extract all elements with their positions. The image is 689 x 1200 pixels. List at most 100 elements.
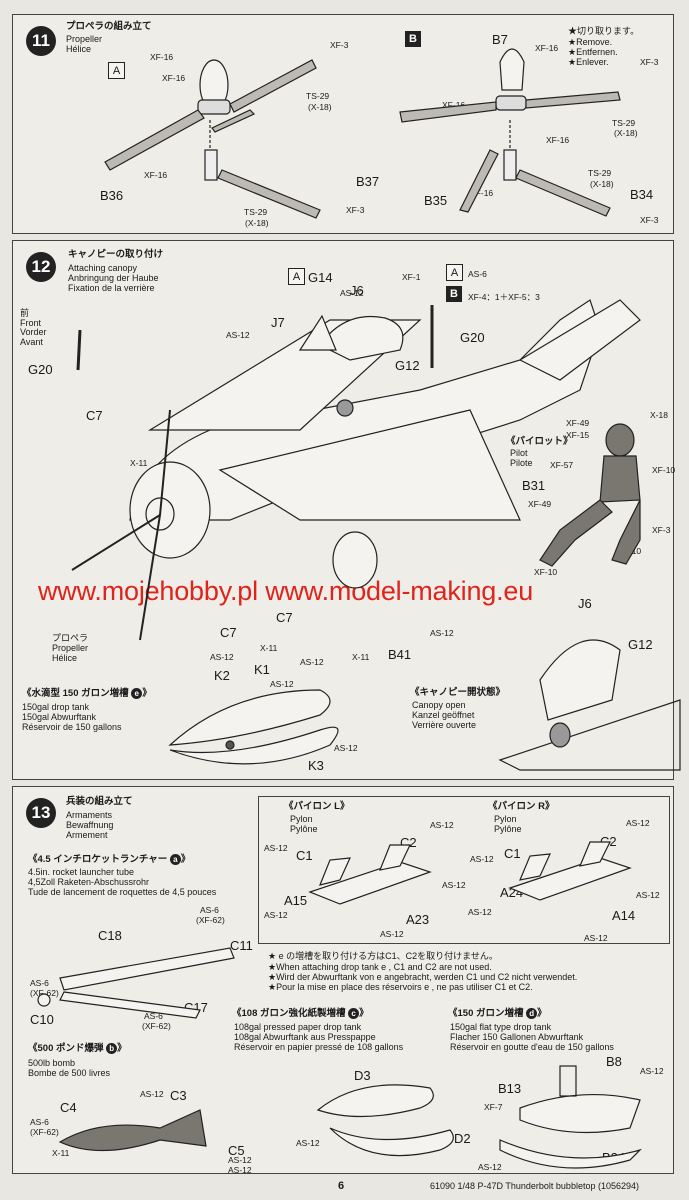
paint-label: AS-6 [30, 1117, 49, 1127]
tank150-label-de: Flacher 150 Gallonen Abwurftank [450, 1032, 584, 1042]
step-12-title-en: Attaching canopy [68, 263, 138, 273]
paint-label: TS-29 [306, 91, 330, 101]
step-13-title-de: Bewaffnung [66, 820, 114, 830]
pylon-note-jp: ★ e の増槽を取り付ける方はC1、C2を取り付けません。 [268, 951, 498, 961]
part-g12: G12 [395, 358, 420, 373]
paint-label: X-11 [130, 458, 148, 468]
paint-label: AS-12 [636, 890, 660, 900]
paint-label: TS-29 [588, 168, 612, 178]
paint-label: XF-7 [484, 1102, 503, 1112]
part-k3: K3 [308, 758, 324, 773]
tank108-label-fr: Réservoir en papier pressé de 108 gallon… [234, 1042, 404, 1052]
paint-label: AS-12 [430, 820, 454, 830]
pylon-note-fr: ★Pour la mise en place des réservoirs e … [268, 982, 533, 992]
part-j6: J6 [350, 283, 364, 298]
drop-tank-label-jp: 《水滴型 150 ガロン増槽 e》 [22, 688, 152, 699]
part-d2: D2 [454, 1131, 471, 1146]
tank108-label-de: 108gal Abwurftank aus Presspappe [234, 1032, 376, 1042]
tank150-label-jp: 《150 ガロン増槽 d》 [448, 1008, 547, 1019]
paint-label: XF-1 [402, 272, 421, 282]
paint-label: AS-12 [226, 330, 250, 340]
part-c11: C11 [230, 938, 253, 953]
paint-label: AS-12 [228, 1165, 252, 1175]
variant-a-box: A [446, 264, 463, 281]
propeller-label-fr: Hélice [52, 653, 78, 663]
paint-label: TS-29 [612, 118, 636, 128]
paint-label: AS-12 [470, 854, 494, 864]
paint-mix: XF-4：1＋XF-5：3 [468, 292, 540, 302]
step-11-title-fr: Hélice [66, 44, 92, 54]
part-g14: G14 [308, 270, 333, 285]
paint-label: AS-12 [626, 818, 650, 828]
tank150-label-fr: Réservoir en goutte d'eau de 150 gallons [450, 1042, 614, 1052]
pilot-label-fr: Pilote [510, 458, 533, 468]
part-c7: C7 [276, 610, 293, 625]
paint-label: XF-3 [640, 215, 659, 225]
paint-label: AS-12 [300, 657, 324, 667]
paint-label: AS-12 [640, 1066, 664, 1076]
part-a24: A24 [500, 885, 524, 900]
part-c4: C4 [60, 1100, 77, 1115]
paint-label: AS-6 [144, 1011, 163, 1021]
part-b13: B13 [498, 1081, 522, 1096]
part-g12-open: G12 [628, 637, 653, 652]
paint-label: (XF-62) [30, 1127, 59, 1137]
canopy-open-label-jp: 《キャノピー開状態》 [410, 687, 506, 698]
step-13-number: 13 [26, 798, 56, 828]
pylon-subpanel [258, 796, 670, 944]
bomb-label-fr: Bombe de 500 livres [28, 1068, 111, 1078]
paint-label: AS-12 [442, 880, 466, 890]
part-a14: A14 [612, 908, 636, 923]
step-13-title-en: Armaments [66, 810, 113, 820]
paint-label: X-11 [260, 643, 278, 653]
paint-label: AS-12 [340, 288, 364, 298]
paint-label: AS-12 [584, 933, 608, 943]
remove-note-fr: ★Enlever. [568, 57, 609, 67]
pylon-l-en: Pylon [290, 814, 313, 824]
tank108-label-en: 108gal pressed paper drop tank [234, 1022, 362, 1032]
canopy-open-label-de: Kanzel geöffnet [412, 710, 475, 720]
pylon-r-fr: Pylône [494, 824, 522, 834]
paint-label: XF-16 [470, 188, 494, 198]
paint-label: AS-12 [210, 652, 234, 662]
rocket-label-de: 4,5Zoll Raketen-Abschussrohr [28, 877, 150, 887]
paint-label: AS-12 [264, 843, 288, 853]
paint-label: XF-10 [618, 546, 642, 556]
part-c2: C2 [600, 834, 617, 849]
paint-label: X-11 [352, 652, 370, 662]
tank108-label-jp: 《108 ガロン強化紙製増槽 c》 [232, 1008, 369, 1019]
paint-label: AS-12 [430, 628, 454, 638]
bomb-label-jp-text: 《500 ポンド爆弾 [28, 1043, 104, 1054]
part-k1: K1 [254, 662, 270, 677]
pylon-note-en: ★When attaching drop tank e , C1 and C2 … [268, 962, 492, 972]
pylon-note-de: ★Wird der Abwurftank von e angebracht, w… [268, 972, 578, 982]
step-13-title-fr: Armement [66, 830, 108, 840]
step-11-number: 11 [26, 26, 56, 56]
pylon-l-fr: Pylône [290, 824, 318, 834]
part-c3: C3 [170, 1088, 187, 1103]
part-b36: B36 [100, 188, 124, 203]
part-c18: C18 [98, 928, 122, 943]
part-b37: B37 [356, 174, 380, 189]
part-c10: C10 [30, 1012, 54, 1027]
front-en: Front [20, 318, 42, 328]
kit-info: 61090 1/48 P-47D Thunderbolt bubbletop (… [430, 1181, 639, 1191]
canopy-open-label-fr: Verrière ouverte [412, 720, 477, 730]
paint-label: (XF-62) [30, 988, 59, 998]
pilot-label-en: Pilot [510, 448, 528, 458]
remove-note-en: ★Remove. [568, 37, 613, 47]
pylon-r-jp: 《パイロン R》 [488, 801, 555, 812]
tank108-badge: c [348, 1008, 360, 1019]
bomb-badge: b [106, 1043, 118, 1054]
paint-label: XF-16 [535, 43, 559, 53]
paint-label: AS-12 [270, 679, 294, 689]
watermark-text: www.mojehobby.pl www.model-making.eu [38, 576, 534, 606]
variant-a-box: A [288, 268, 305, 285]
part-a23: A23 [406, 912, 430, 927]
part-c17: C17 [184, 1000, 208, 1015]
step-12-title-fr: Fixation de la verrière [68, 283, 155, 293]
drop-tank-label-en: 150gal drop tank [22, 702, 90, 712]
step-13-title-jp: 兵装の組み立て [66, 796, 133, 807]
tank108-label-jp-text: 《108 ガロン強化紙製増槽 [232, 1008, 346, 1019]
